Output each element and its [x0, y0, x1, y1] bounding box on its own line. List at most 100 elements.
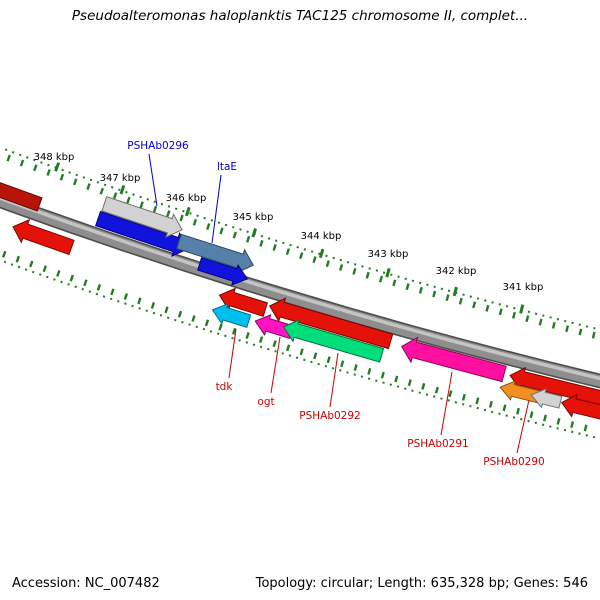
inner-minor-tick — [232, 327, 237, 335]
inner-minor-tick — [570, 421, 575, 428]
outer-minor-tick — [73, 178, 78, 186]
outer-minor-tick — [86, 183, 91, 191]
label-leader-line — [329, 352, 339, 408]
accession-text: Accession: NC_007482 — [12, 576, 160, 591]
inner-minor-tick — [29, 260, 34, 268]
inner-minor-tick — [204, 319, 210, 327]
inner-minor-tick — [340, 360, 345, 368]
outer-minor-tick — [232, 231, 237, 239]
gene-label-pshab0296[interactable]: PSHAb0296 — [127, 140, 189, 152]
gene-arrow-gray-small[interactable] — [529, 386, 563, 412]
inner-minor-tick — [353, 364, 358, 371]
gene-label-ogt[interactable]: ogt — [257, 396, 274, 408]
gene-arrow-pshab0292[interactable] — [281, 316, 385, 366]
outer-minor-tick — [19, 159, 25, 167]
gene-label-pshab0292[interactable]: PSHAb0292 — [299, 410, 360, 422]
gene-arrow-pshab0290[interactable] — [498, 378, 542, 406]
outer-minor-tick — [206, 223, 211, 231]
inner-minor-tick — [516, 407, 520, 415]
inner-minor-tick — [475, 397, 480, 405]
topology-text: Topology: circular; Length: 635,328 bp; … — [255, 576, 588, 591]
ruler-label: 347 kbp — [100, 173, 141, 184]
gene-label-tdk[interactable]: tdk — [216, 381, 234, 393]
inner-minor-tick — [245, 332, 250, 339]
gene-arrow-gray-upstream[interactable] — [101, 192, 186, 241]
ruler-major-tick — [385, 267, 391, 278]
inner-minor-tick — [556, 418, 561, 425]
outer-minor-tick — [458, 297, 463, 305]
status-bar: Accession: NC_007482 Topology: circular;… — [12, 576, 588, 591]
inner-minor-tick — [313, 352, 318, 360]
outer-minor-tick — [432, 290, 437, 298]
inner-minor-tick — [367, 367, 372, 375]
ruler-label: 348 kbp — [34, 152, 75, 163]
outer-minor-tick — [352, 267, 357, 275]
ruler-major-tick — [452, 286, 458, 297]
label-leader-line — [148, 153, 158, 207]
outer-minor-tick — [179, 214, 184, 222]
inner-minor-tick — [69, 274, 74, 282]
gene-arrow-red-mid[interactable] — [216, 285, 269, 321]
inner-minor-tick — [42, 265, 47, 273]
inner-minor-tick — [448, 390, 453, 398]
inner-minor-tick — [488, 400, 493, 408]
backbone-edge-top — [0, 192, 600, 376]
outer-minor-tick — [445, 294, 450, 302]
gene-arrow-red-left[interactable] — [9, 215, 75, 258]
map-title: Pseudoalteromonas haloplanktis TAC125 ch… — [71, 8, 529, 24]
ruler-label: 341 kbp — [503, 282, 544, 293]
inner-minor-tick — [259, 336, 264, 344]
label-leader-line — [270, 336, 281, 394]
inner-minor-tick — [15, 255, 21, 263]
inner-minor-tick — [461, 393, 466, 401]
gene-arrow-red-edge-top[interactable] — [0, 173, 43, 214]
gene-arrow-red-large[interactable] — [266, 295, 394, 353]
ruler-label: 343 kbp — [368, 249, 409, 260]
inner-minor-tick — [421, 382, 426, 390]
ruler-label: 346 kbp — [166, 193, 207, 204]
outer-minor-tick — [485, 304, 490, 312]
outer-minor-tick — [112, 192, 118, 200]
inner-minor-tick — [1, 250, 7, 258]
outer-minor-tick — [152, 205, 158, 213]
inner-minor-tick — [96, 283, 102, 291]
outer-minor-tick — [578, 328, 583, 336]
outer-minor-tick — [272, 244, 277, 251]
ruler-label: 344 kbp — [301, 231, 342, 242]
inner-minor-tick — [434, 386, 439, 394]
inner-minor-tick — [272, 340, 277, 348]
inner-minor-tick — [529, 411, 534, 419]
gene-arrow-blue-small[interactable] — [197, 254, 251, 289]
ruler-major-tick — [184, 206, 191, 217]
gene-arrow-ltae[interactable] — [175, 230, 257, 277]
outer-minor-tick — [59, 173, 65, 181]
gene-label-ltae[interactable]: ltaE — [217, 161, 237, 173]
outer-minor-tick — [498, 308, 503, 316]
inner-minor-tick — [150, 301, 156, 309]
gene-arrow-pshab0291[interactable] — [398, 334, 507, 386]
gene-arrow-red-edge-right[interactable] — [559, 392, 600, 425]
inner-minor-tick — [191, 315, 196, 322]
outer-minor-tick — [591, 331, 596, 339]
gene-arrow-ogt[interactable] — [252, 311, 295, 342]
gene-arrow-tdk[interactable] — [209, 300, 252, 331]
outer-minor-tick — [126, 196, 131, 204]
inner-minor-tick — [137, 297, 142, 305]
gene-label-pshab0291[interactable]: PSHAb0291 — [407, 438, 468, 450]
inner-minor-tick — [177, 310, 183, 318]
inner-minor-tick — [123, 293, 129, 300]
outer-minor-tick — [551, 322, 556, 329]
ruler-major-tick — [318, 248, 325, 259]
gene-label-pshab0290[interactable]: PSHAb0290 — [483, 456, 544, 468]
outer-minor-tick — [245, 235, 251, 243]
gene-arrow-blue-pshab0296[interactable] — [94, 207, 192, 260]
outer-minor-tick — [325, 260, 330, 268]
outer-minor-tick — [299, 252, 304, 260]
outer-minor-tick — [219, 227, 224, 235]
inner-minor-tick — [83, 279, 88, 287]
inner-minor-tick — [218, 323, 223, 331]
outer-minor-tick — [339, 264, 344, 271]
outer-minor-tick — [565, 325, 570, 333]
label-leader-line — [228, 328, 237, 379]
